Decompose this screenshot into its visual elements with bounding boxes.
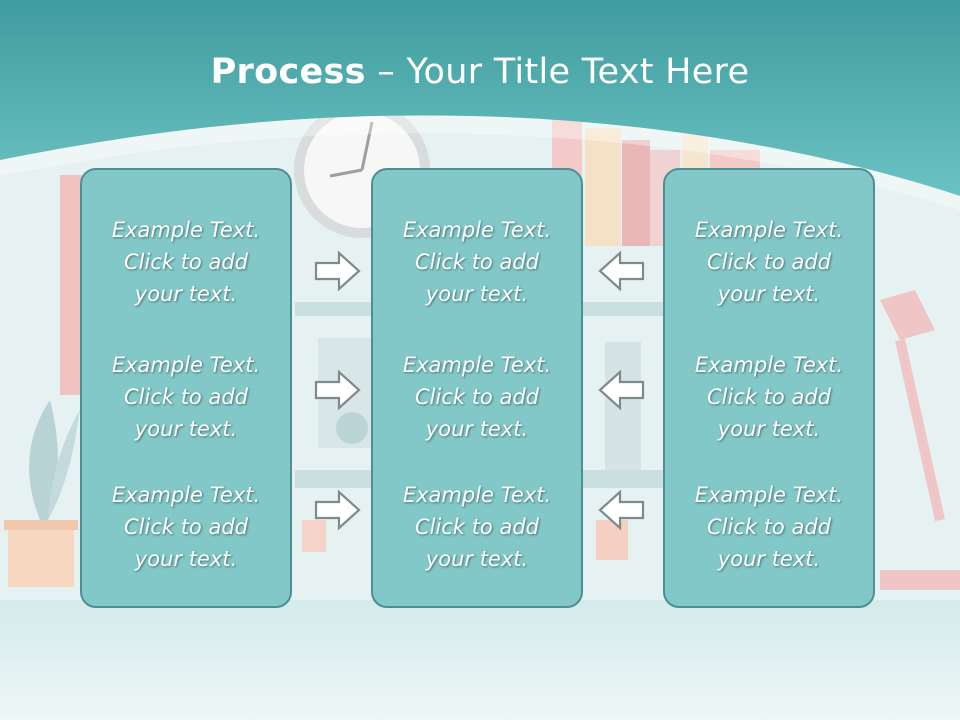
text-line: Example Text. [694, 483, 844, 507]
text-line: your text. [134, 282, 238, 306]
text-line: Example Text. [111, 218, 261, 242]
text-line: Click to add [706, 515, 831, 539]
text-line: Example Text. [402, 483, 552, 507]
text-line: your text. [425, 282, 529, 306]
text-line: Example Text. [111, 353, 261, 377]
text-line: Example Text. [402, 218, 552, 242]
text-line: Example Text. [402, 353, 552, 377]
arrow-right-icon [314, 369, 361, 411]
text-block[interactable]: Example Text. Click to add your text. [665, 214, 873, 310]
text-line: Click to add [706, 250, 831, 274]
text-line: your text. [425, 417, 529, 441]
slide-title: Process – Your Title Text Here [0, 52, 960, 92]
title-bold: Process [210, 52, 366, 92]
text-line: Click to add [123, 515, 248, 539]
text-line: Click to add [414, 515, 539, 539]
text-line: your text. [134, 417, 238, 441]
lamp-icon [880, 290, 960, 590]
text-line: your text. [425, 547, 529, 571]
arrow-left-icon [598, 489, 645, 531]
text-block[interactable]: Example Text. Click to add your text. [82, 349, 290, 445]
text-line: Click to add [706, 385, 831, 409]
text-line: Click to add [414, 385, 539, 409]
text-line: your text. [717, 547, 821, 571]
text-block[interactable]: Example Text. Click to add your text. [373, 479, 581, 575]
process-panel-center[interactable]: Example Text. Click to add your text. Ex… [371, 168, 583, 608]
text-line: your text. [134, 547, 238, 571]
process-panel-left[interactable]: Example Text. Click to add your text. Ex… [80, 168, 292, 608]
text-block[interactable]: Example Text. Click to add your text. [373, 349, 581, 445]
process-panel-right[interactable]: Example Text. Click to add your text. Ex… [663, 168, 875, 608]
text-block[interactable]: Example Text. Click to add your text. [82, 479, 290, 575]
plant-icon [4, 400, 80, 587]
text-line: Example Text. [694, 353, 844, 377]
text-line: Click to add [123, 250, 248, 274]
text-block[interactable]: Example Text. Click to add your text. [665, 479, 873, 575]
text-block[interactable]: Example Text. Click to add your text. [665, 349, 873, 445]
text-block[interactable]: Example Text. Click to add your text. [82, 214, 290, 310]
arrow-right-icon [314, 250, 361, 292]
text-line: your text. [717, 282, 821, 306]
text-line: your text. [717, 417, 821, 441]
text-line: Click to add [414, 250, 539, 274]
text-line: Example Text. [111, 483, 261, 507]
title-rest: – Your Title Text Here [365, 52, 750, 92]
text-line: Click to add [123, 385, 248, 409]
text-line: Example Text. [694, 218, 844, 242]
arrow-left-icon [598, 250, 645, 292]
arrow-left-icon [598, 369, 645, 411]
text-block[interactable]: Example Text. Click to add your text. [373, 214, 581, 310]
arrow-right-icon [314, 489, 361, 531]
